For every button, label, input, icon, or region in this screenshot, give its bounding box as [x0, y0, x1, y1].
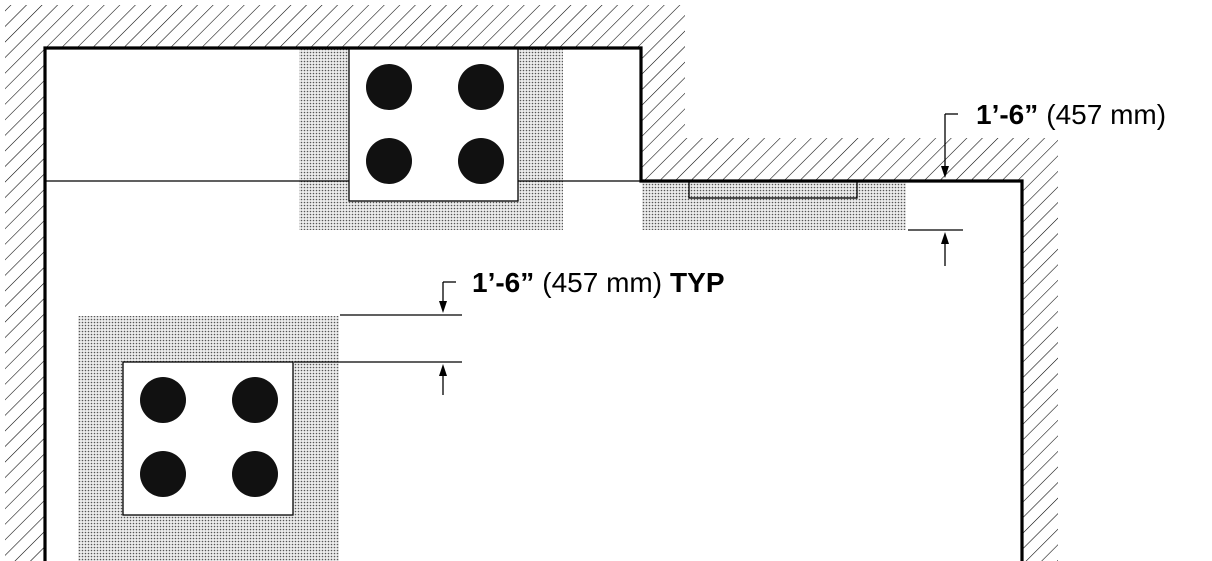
burner-icon: [232, 451, 278, 497]
dimension-typ-conversion: (457 mm): [542, 267, 662, 298]
dimension-top-value: 1’-6”: [976, 99, 1038, 130]
burner-icon: [458, 138, 504, 184]
dimension-typ-value: 1’-6”: [472, 267, 534, 298]
dimension-typ-lines: [294, 281, 462, 395]
wall-hatch: [5, 5, 1058, 561]
dimension-top-conversion: (457 mm): [1046, 99, 1166, 130]
burner-icon: [366, 64, 412, 110]
dimension-top-label: 1’-6” (457 mm): [976, 99, 1166, 130]
wall-outline: [43, 46, 1024, 561]
arrow-down-icon: [439, 301, 447, 313]
clearance-zone-upper-right: [642, 182, 906, 230]
burner-icon: [232, 377, 278, 423]
burner-icon: [140, 451, 186, 497]
arrow-up-icon: [941, 232, 949, 244]
arrow-up-icon: [439, 364, 447, 376]
burner-icon: [366, 138, 412, 184]
dimension-typ-suffix: TYP: [670, 267, 724, 298]
burner-icon: [140, 377, 186, 423]
dimension-typ-label: 1’-6” (457 mm) TYP: [472, 267, 725, 298]
wall-appliance: [688, 180, 858, 199]
cooktop-upper: [348, 48, 519, 202]
dimension-top-lines: [908, 113, 963, 266]
burner-icon: [458, 64, 504, 110]
cooktop-lower: [122, 361, 294, 516]
arrow-down-icon: [941, 166, 949, 178]
